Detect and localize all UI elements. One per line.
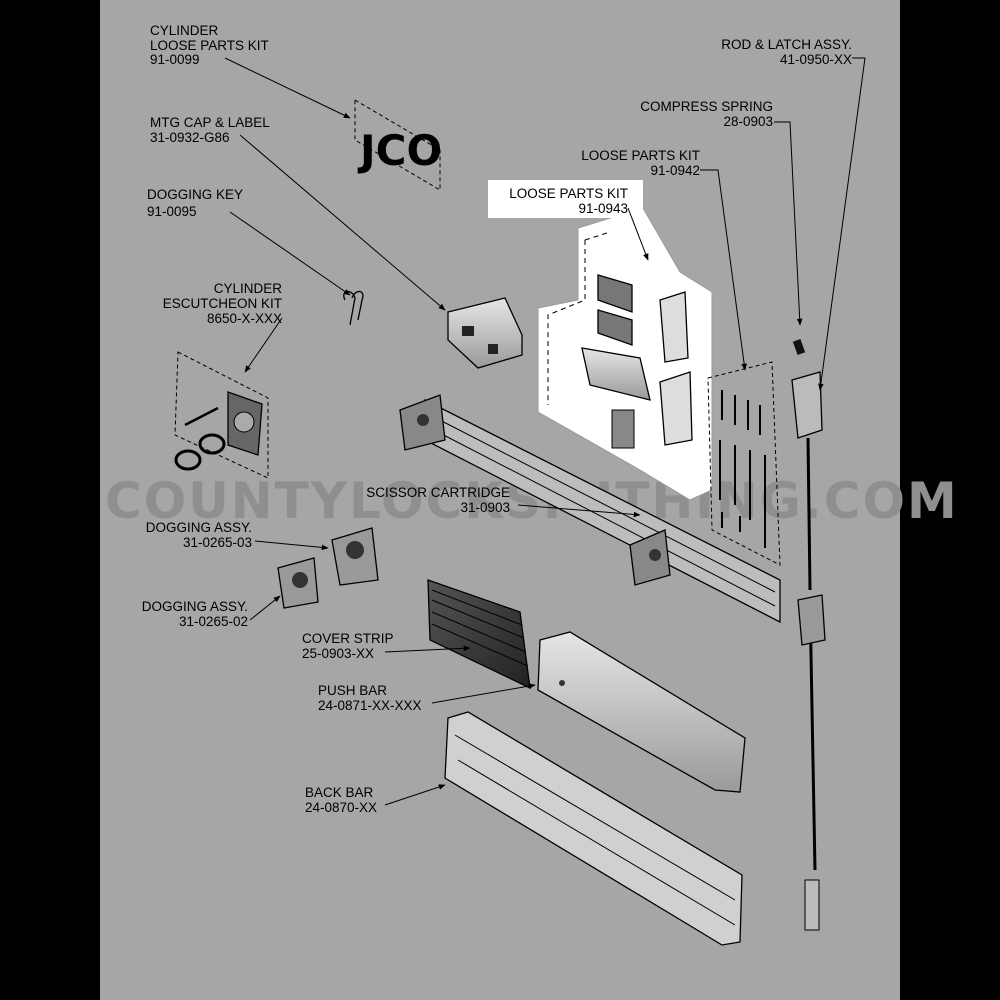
dogging-key: [343, 290, 364, 326]
mounting-cap: [447, 297, 523, 369]
label-part-number: 31-0932-G86: [150, 130, 230, 145]
label-name: DOGGING ASSY.: [142, 599, 248, 614]
label-compress-spring: COMPRESS SPRING 28-0903: [640, 99, 773, 129]
label-part-number: 31-0265-02: [179, 614, 248, 629]
escutcheon-parts: [174, 391, 263, 471]
escutcheon-group-outline: [174, 351, 269, 479]
label-mtg-cap-label: MTG CAP & LABEL 31-0932-G86: [150, 115, 270, 145]
label-name: ESCUTCHEON KIT: [163, 296, 282, 311]
label-cylinder-escutcheon-kit: CYLINDER ESCUTCHEON KIT 8650-X-XXX: [163, 281, 283, 326]
logo-cap-label: JCO: [357, 126, 442, 175]
label-part-number: 28-0903: [723, 114, 773, 129]
dogging-assembly-03: [331, 527, 379, 586]
rod-and-latch-assembly: [791, 371, 826, 931]
cover-strip: [427, 579, 531, 690]
label-name: DOGGING ASSY.: [146, 520, 252, 535]
logo-group-outline: [354, 99, 441, 191]
label-dogging-assy-03: DOGGING ASSY. 31-0265-03: [146, 520, 252, 550]
label-part-number: 25-0903-XX: [302, 646, 374, 661]
label-rod-latch-assy: ROD & LATCH ASSY. 41-0950-XX: [721, 37, 852, 67]
back-bar: [444, 711, 743, 946]
loose-parts-kit-label-box: [488, 180, 643, 218]
compress-spring: [792, 339, 806, 355]
label-part-number: 91-0095: [147, 204, 197, 219]
label-scissor-cartridge: SCISSOR CARTRIDGE 31-0903: [366, 485, 510, 515]
screws-group-outline: [707, 361, 781, 566]
label-name: LOOSE PARTS KIT: [509, 186, 628, 201]
label-cover-strip: COVER STRIP 25-0903-XX: [302, 631, 394, 661]
label-part-number: 91-0943: [578, 201, 628, 216]
label-name: ROD & LATCH ASSY.: [721, 37, 852, 52]
label-name: DOGGING KEY: [147, 187, 243, 202]
logo-text: JCO: [357, 126, 442, 175]
label-cylinder-loose-parts-kit: CYLINDER LOOSE PARTS KIT 91-0099: [150, 23, 269, 67]
label-name: CYLINDER: [214, 281, 283, 296]
label-name: MTG CAP & LABEL: [150, 115, 270, 130]
label-part-number: 31-0903: [460, 500, 510, 515]
label-name: CYLINDER: [150, 23, 219, 38]
label-part-number: 91-0099: [150, 52, 200, 67]
screws-kit: [719, 390, 766, 548]
label-name: COMPRESS SPRING: [640, 99, 773, 114]
label-part-number: 24-0871-XX-XXX: [318, 698, 422, 713]
label-part-number: 24-0870-XX: [305, 800, 377, 815]
label-part-number: 91-0942: [650, 163, 700, 178]
label-dogging-key: DOGGING KEY 91-0095: [147, 187, 243, 219]
label-name: COVER STRIP: [302, 631, 394, 646]
label-part-number: 31-0265-03: [183, 535, 252, 550]
label-name: BACK BAR: [305, 785, 374, 800]
diagram-background: [100, 0, 900, 1000]
label-part-number: 41-0950-XX: [780, 52, 852, 67]
label-back-bar: BACK BAR 24-0870-XX: [305, 785, 377, 815]
label-name: LOOSE PARTS KIT: [581, 148, 700, 163]
label-name: SCISSOR CARTRIDGE: [366, 485, 510, 500]
scissor-cartridge: [399, 394, 781, 624]
label-name: PUSH BAR: [318, 683, 387, 698]
leader-lines: [224, 57, 866, 806]
loose-parts-kit-contents: [581, 274, 693, 449]
dogging-assembly-02: [277, 557, 319, 609]
label-part-number: 8650-X-XXX: [207, 311, 282, 326]
label-loose-parts-kit-0942: LOOSE PARTS KIT 91-0942: [581, 148, 700, 178]
label-push-bar: PUSH BAR 24-0871-XX-XXX: [318, 683, 422, 713]
push-bar: [537, 631, 746, 793]
label-dogging-assy-02: DOGGING ASSY. 31-0265-02: [142, 599, 248, 629]
label-name: LOOSE PARTS KIT: [150, 38, 269, 53]
label-loose-parts-kit-0943: LOOSE PARTS KIT 91-0943: [509, 186, 628, 216]
